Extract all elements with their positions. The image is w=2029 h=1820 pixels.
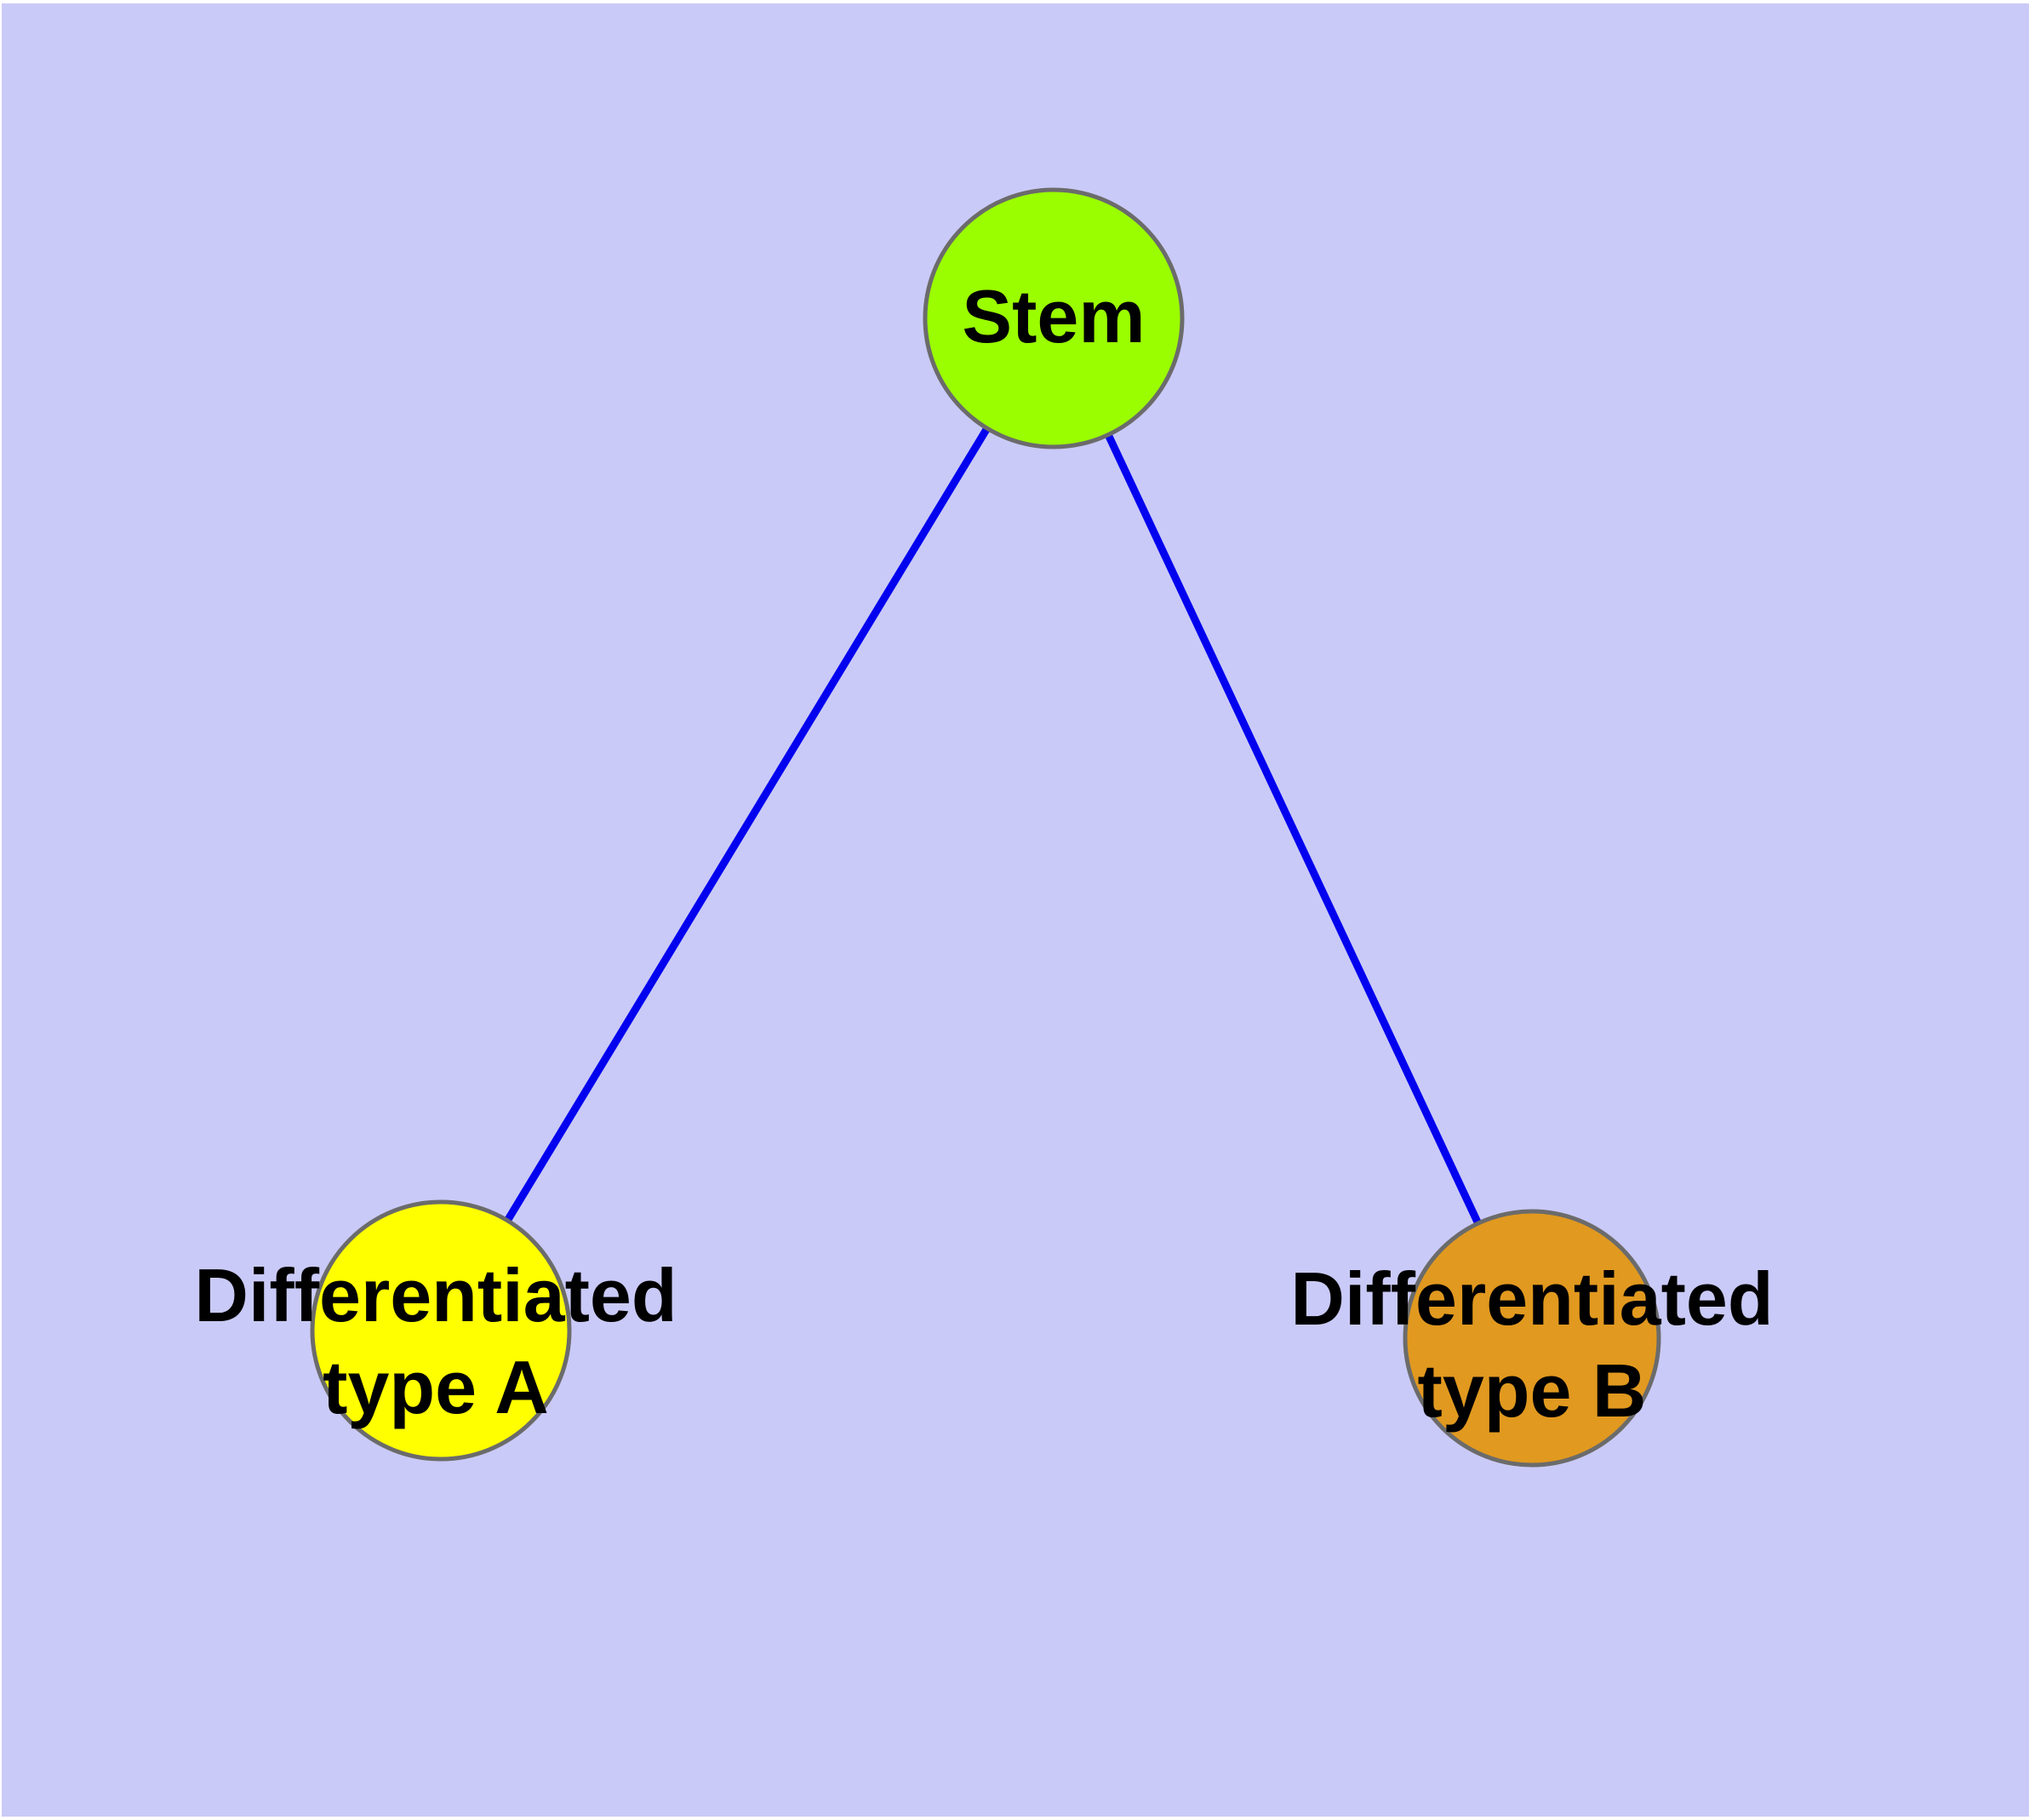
edge-stem-to-type-b (1049, 317, 1536, 1340)
node-differentiated-type-a (310, 1199, 572, 1462)
node-differentiated-type-b (1403, 1209, 1661, 1468)
node-stem (923, 187, 1185, 449)
edge-stem-to-type-a (437, 316, 1057, 1333)
